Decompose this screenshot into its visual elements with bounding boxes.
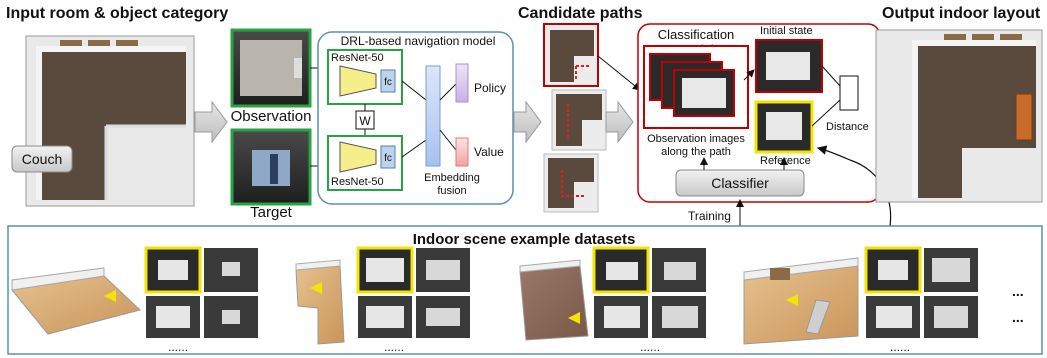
dataset-more-1: ... xyxy=(1012,283,1024,299)
candidate-path-2 xyxy=(551,89,607,151)
candidate-path-1 xyxy=(543,23,599,87)
embedding-label-1: Embedding xyxy=(424,172,480,184)
input-room-render xyxy=(25,35,195,207)
fc-top-label: fc xyxy=(384,77,392,88)
observation-label: Observation xyxy=(231,108,312,125)
initial-state-label: Initial state xyxy=(760,25,813,37)
fc-bottom-box xyxy=(380,145,396,169)
dataset-example-3: ...... xyxy=(519,246,706,354)
fc-top-box xyxy=(380,69,396,93)
embedding-fusion-bar xyxy=(425,65,441,167)
embedding-label-2: fusion xyxy=(437,185,466,197)
distance-label: Distance xyxy=(826,121,869,133)
datasets-panel: Indoor scene example datasets ...... xyxy=(7,225,1043,355)
policy-bar xyxy=(455,63,469,103)
agent-marker-3 xyxy=(568,312,580,324)
dataset-2-ellipsis: ...... xyxy=(384,340,404,354)
candidate-path-3 xyxy=(543,153,599,213)
dataset-example-4: ...... ... ... xyxy=(743,246,1024,354)
resnet-top-label: ResNet-50 xyxy=(331,52,384,64)
classification-title-1: Classification xyxy=(658,27,735,42)
dataset-3-ellipsis: ...... xyxy=(640,340,660,354)
drl-navigation-model: DRL-based navigation model ResNet-50 fc … xyxy=(317,31,514,205)
classifier-box xyxy=(675,169,805,197)
dataset-reference-link xyxy=(816,145,892,245)
observation-images-1: Observation images xyxy=(647,133,745,145)
encoder-top-trapezoid xyxy=(339,65,377,97)
flow-arrow-3 xyxy=(605,100,634,144)
encoder-bottom-trapezoid xyxy=(339,141,377,173)
classification-model: Classification model Observation images … xyxy=(637,23,881,203)
heading-candidate-paths: Candidate paths xyxy=(518,5,643,22)
heading-input: Input room & object category xyxy=(6,5,228,22)
fc-bottom-label: fc xyxy=(384,153,392,164)
dataset-4-ellipsis: ...... xyxy=(890,340,910,354)
classifier-label: Classifier xyxy=(711,175,769,191)
dataset-example-1: ...... xyxy=(11,246,258,354)
dataset-1-ellipsis: ...... xyxy=(168,340,188,354)
target-label: Target xyxy=(250,204,293,221)
distance-box xyxy=(839,75,859,111)
flow-arrow-2 xyxy=(513,100,542,144)
observation-image xyxy=(230,28,312,108)
value-label: Value xyxy=(474,145,504,159)
agent-marker-4 xyxy=(786,294,798,306)
category-couch-label: Couch xyxy=(22,151,62,167)
resnet-bottom-label: ResNet-50 xyxy=(331,176,384,188)
heading-output: Output indoor layout xyxy=(882,5,1041,22)
shared-weight-label: W xyxy=(359,114,371,128)
value-bar xyxy=(455,137,469,167)
flow-arrow-1 xyxy=(194,100,228,144)
shared-weight-box xyxy=(355,110,375,130)
drl-model-title: DRL-based navigation model xyxy=(341,34,496,48)
policy-label: Policy xyxy=(474,81,506,95)
target-image xyxy=(230,128,312,206)
heading-datasets: Indoor scene example datasets xyxy=(413,231,636,248)
category-couch-button[interactable]: Couch xyxy=(11,145,73,173)
placed-couch xyxy=(1015,93,1033,141)
observation-images-2: along the path xyxy=(661,146,731,158)
agent-marker-1 xyxy=(104,290,116,302)
training-label: Training xyxy=(688,209,731,223)
agent-marker-2 xyxy=(310,282,322,294)
reference-label: Reference xyxy=(760,155,811,167)
dataset-example-2: ...... xyxy=(295,246,470,354)
dataset-more-2: ... xyxy=(1012,309,1024,325)
output-room-render xyxy=(875,29,1043,203)
